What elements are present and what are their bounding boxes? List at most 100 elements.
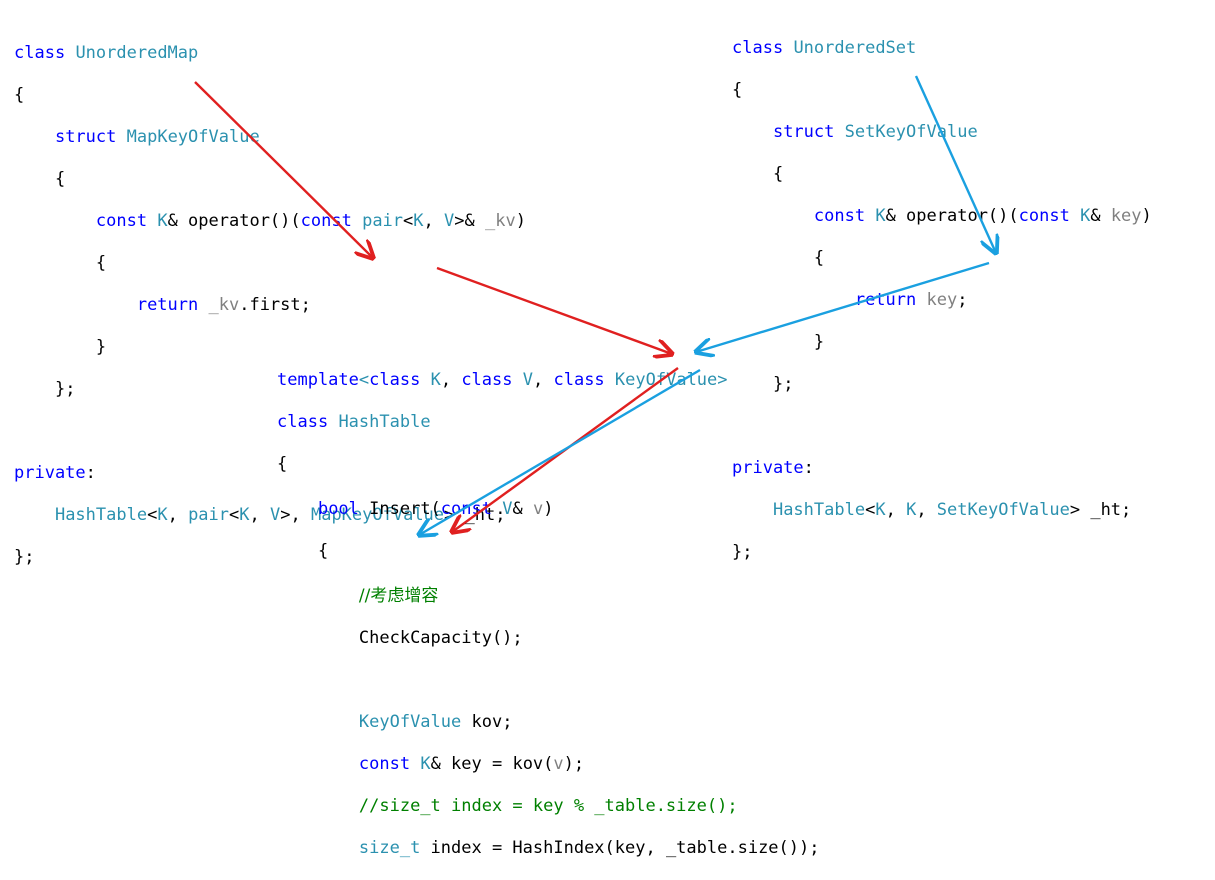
hash-line-11: //size_t index = key % _table.size(); — [277, 796, 819, 817]
keyword: const — [813, 206, 866, 226]
set-line-9: }; — [732, 374, 1152, 395]
param: _kv — [208, 295, 240, 315]
type: V — [270, 505, 281, 525]
type: SetKeyOfValue — [936, 500, 1070, 520]
keyword: const — [358, 754, 411, 774]
set-line-1: class UnorderedSet — [732, 38, 1152, 59]
type: pair — [188, 505, 230, 525]
map-line-13: }; — [14, 547, 526, 568]
code-text: ) — [515, 211, 526, 231]
keyword: struct — [772, 122, 835, 142]
code-text: >& — [454, 211, 485, 231]
type: K — [1080, 206, 1091, 226]
type: KeyOfValue — [358, 712, 462, 732]
brace: { — [317, 541, 329, 561]
map-line-1: class UnorderedMap — [14, 43, 526, 64]
hash-line-8 — [277, 670, 819, 691]
type: MapKeyOfValue — [310, 505, 445, 525]
set-line-2: { — [732, 80, 1152, 101]
keyword: return — [136, 295, 199, 315]
hash-line-5: { — [277, 541, 819, 562]
brace: }; — [14, 547, 35, 567]
code-text: , — [440, 370, 462, 390]
keyword: class — [553, 370, 605, 390]
code-text: & key = kov( — [430, 754, 554, 774]
hash-line-10: const K& key = kov(v); — [277, 754, 819, 775]
code-text: , — [423, 211, 445, 231]
brace: { — [54, 169, 66, 189]
keyword: class — [277, 412, 329, 432]
hash-line-9: KeyOfValue kov; — [277, 712, 819, 733]
keyword: return — [854, 290, 917, 310]
map-line-11: private: — [14, 463, 526, 484]
code-text: ; — [957, 290, 968, 310]
code-text: & — [1090, 206, 1111, 226]
keyword: class — [369, 370, 421, 390]
code-text: ); — [563, 754, 585, 774]
keyword: class — [14, 43, 66, 63]
code-text: & operator()( — [885, 206, 1019, 226]
code-text: < — [147, 505, 158, 525]
param: _kv — [484, 211, 516, 231]
arrows-overlay — [194, 75, 1215, 621]
keyword: bool — [317, 499, 359, 519]
type: HashTable — [54, 505, 148, 525]
param: v — [553, 754, 564, 774]
code-text: , — [249, 505, 270, 525]
code-text: kov; — [461, 712, 513, 732]
keyword: const — [1018, 206, 1070, 226]
set-line-12: HashTable<K, K, SetKeyOfValue> _ht; — [732, 500, 1152, 521]
struct-name: MapKeyOfValue — [126, 127, 260, 147]
brace: { — [732, 80, 743, 100]
brace: { — [772, 164, 784, 184]
hash-line-4: bool Insert(const V& v) — [277, 499, 819, 520]
map-line-4: { — [14, 169, 526, 190]
brace: }; — [772, 374, 794, 394]
brace: { — [277, 454, 288, 474]
code-text: , — [885, 500, 907, 520]
type: V — [444, 211, 455, 231]
type: K — [420, 754, 431, 774]
map-line-8: } — [14, 337, 526, 358]
type: K — [157, 505, 168, 525]
keyword: template — [277, 370, 359, 390]
class-name: UnorderedMap — [75, 43, 199, 63]
code-text: < — [358, 370, 370, 390]
code-text: , — [916, 500, 937, 520]
param: key — [926, 290, 958, 310]
keyword: const — [95, 211, 148, 231]
map-arrow-ht-to-template — [436, 266, 672, 354]
brace: } — [813, 332, 825, 352]
hash-line-12: size_t index = HashIndex(key, _table.siz… — [277, 838, 820, 859]
code-text: < — [865, 500, 876, 520]
template-param: V — [522, 370, 533, 390]
set-arrow-template-to-kov — [419, 368, 701, 535]
keyword: private — [14, 463, 86, 483]
unordered-set-code: class UnorderedSet { struct SetKeyOfValu… — [732, 17, 1152, 584]
brace: { — [813, 248, 825, 268]
comment: //考虑增容 — [358, 586, 439, 606]
brace: } — [95, 337, 107, 357]
keyword: struct — [54, 127, 117, 147]
hash-line-6: //考虑增容 — [277, 586, 819, 607]
type: K — [157, 211, 168, 231]
brace: { — [14, 85, 25, 105]
keyword: private — [732, 458, 804, 478]
code-text: ) — [1141, 206, 1152, 226]
type: V — [502, 499, 513, 519]
map-line-3: struct MapKeyOfValue — [14, 127, 526, 148]
code-text: .first; — [239, 295, 311, 315]
code-text: < — [229, 505, 240, 525]
code-text: : — [85, 463, 96, 483]
code-text: & — [512, 499, 533, 519]
code-text: > _ht; — [1069, 500, 1132, 520]
hash-line-2: class HashTable — [277, 412, 819, 433]
code-text: < — [403, 211, 414, 231]
code-text: & operator()( — [167, 211, 301, 231]
set-line-4: { — [732, 164, 1152, 185]
template-param: K — [430, 370, 441, 390]
param: v — [532, 499, 544, 519]
hash-line-7: CheckCapacity(); — [277, 628, 819, 649]
param: key — [1110, 206, 1142, 226]
set-arrow-ht-to-template — [696, 261, 990, 352]
